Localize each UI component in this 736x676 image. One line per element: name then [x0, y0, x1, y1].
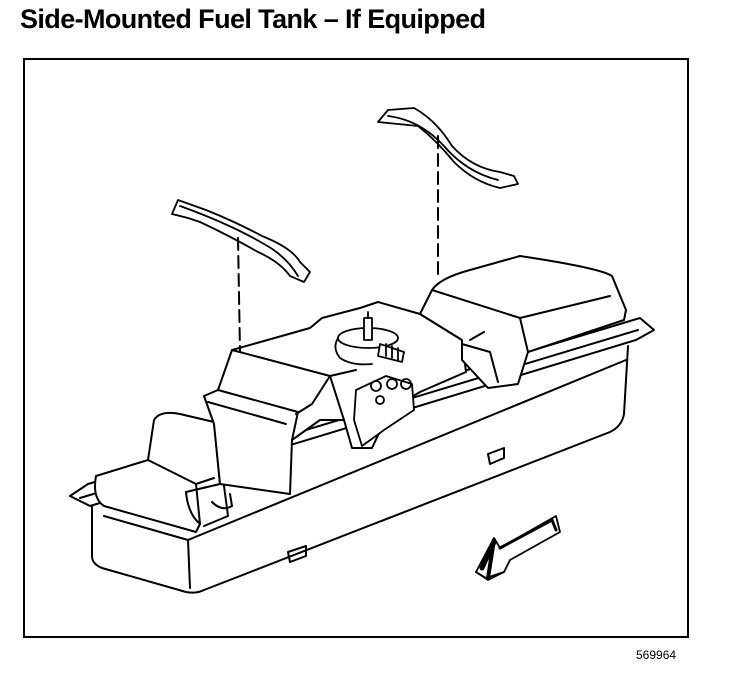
tank-left-section — [94, 411, 233, 533]
tank-right-section — [419, 255, 627, 389]
illustration-frame — [23, 58, 689, 638]
page-title: Side-Mounted Fuel Tank – If Equipped — [20, 4, 486, 34]
front-direction-arrow-icon — [475, 515, 561, 581]
tank-strap-right — [377, 107, 519, 189]
alignment-lines — [237, 135, 439, 353]
figure-number: 569964 — [636, 648, 677, 662]
tank-strap-left — [171, 199, 311, 283]
fuel-sending-unit — [334, 311, 415, 447]
